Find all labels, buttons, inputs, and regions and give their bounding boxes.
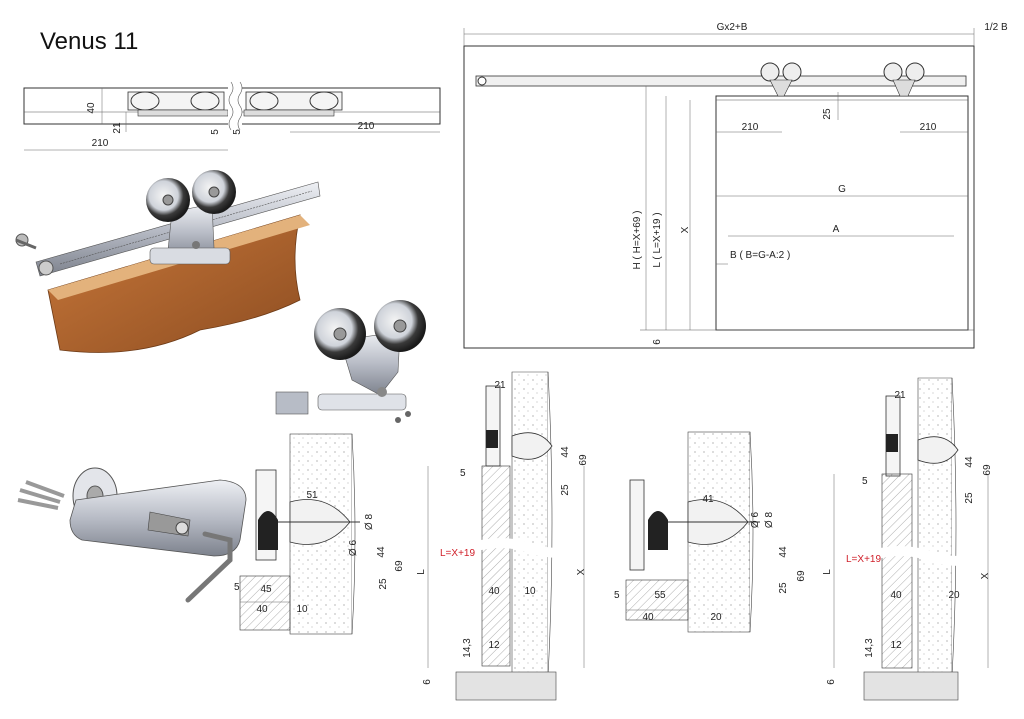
dim-gap-5a: 5	[210, 129, 221, 135]
dim-X: X	[680, 226, 691, 233]
dim-20: 20	[948, 590, 960, 601]
dim-6: 6	[652, 339, 663, 345]
render-hanger-parts	[275, 300, 426, 423]
dim-H: H ( H=X+69 )	[632, 211, 643, 270]
dim-41: 41	[702, 494, 714, 505]
dim-X: X	[980, 572, 991, 579]
dim-25: 25	[822, 108, 833, 120]
dim-d6: Ø 6	[348, 540, 359, 557]
dim-6: 6	[422, 679, 433, 685]
dim-gx2b: Gx2+B	[717, 22, 748, 33]
dim-25: 25	[778, 582, 789, 594]
dim-G: G	[838, 184, 846, 195]
dim-L: L	[416, 569, 427, 575]
dim-210-right: 210	[920, 122, 937, 133]
dim-21: 21	[894, 390, 906, 401]
section-view-1: L L=X+19 X 21 5 44 69 25 40 10 14,3 12 6	[416, 371, 592, 701]
dim-left-210: 210	[92, 138, 109, 149]
dim-X: X	[576, 568, 587, 575]
dim-69: 69	[578, 454, 589, 466]
dim-44: 44	[964, 456, 975, 468]
hanger-left	[760, 62, 802, 97]
dim-12: 12	[890, 640, 902, 651]
dim-5: 5	[862, 476, 868, 487]
section-view-2: L L=X+19 X 21 5 44 69 25 40 20 14,3 12 6	[822, 377, 993, 701]
dim-69: 69	[394, 560, 405, 572]
dim-40: 40	[256, 604, 268, 615]
dim-44: 44	[376, 546, 387, 558]
dim-69: 69	[796, 570, 807, 582]
dim-5: 5	[460, 468, 466, 479]
render-track-with-door	[15, 170, 321, 353]
dim-21: 21	[494, 380, 506, 391]
drawing-title: Venus 11	[40, 28, 139, 55]
dim-d8: Ø 8	[764, 512, 775, 529]
dim-gap-5b: 5	[232, 129, 243, 135]
top-profile-view: 40 21 210 210 5 5	[23, 81, 441, 151]
dim-5: 5	[234, 582, 240, 593]
dim-40: 40	[488, 586, 500, 597]
dim-51: 51	[306, 490, 318, 501]
dim-6: 6	[826, 679, 837, 685]
dim-right-210: 210	[358, 121, 375, 132]
render-track-end	[17, 467, 247, 603]
dim-5: 5	[614, 590, 620, 601]
detail-wall-fixing-1: 51 Ø 6 Ø 8 25 44 69 5 45 40 10	[234, 433, 405, 635]
dim-40: 40	[642, 612, 654, 623]
dim-B: B ( B=G-A:2 )	[730, 250, 790, 261]
overview-elevation: Gx2+B 1/2 B 25 210 210 G A B ( B=G-A:2 )	[463, 22, 1008, 349]
dim-12: 12	[488, 640, 500, 651]
dim-14-3: 14,3	[864, 638, 875, 658]
dim-69: 69	[982, 464, 993, 476]
dim-10: 10	[296, 604, 308, 615]
dim-21: 21	[112, 122, 123, 134]
dim-14-3: 14,3	[462, 638, 473, 658]
dim-45: 45	[260, 584, 272, 595]
dim-25: 25	[964, 492, 975, 504]
hanger-right	[883, 62, 925, 97]
detail-wall-fixing-2: 41 Ø 6 Ø 8 25 44 69 5 55 40 20	[614, 431, 807, 633]
dim-d6: Ø 6	[750, 512, 761, 529]
dim-half-b: 1/2 B	[984, 22, 1008, 33]
dim-44: 44	[560, 446, 571, 458]
dim-d8: Ø 8	[364, 514, 375, 531]
dim-L: L	[822, 569, 833, 575]
dim-55: 55	[654, 590, 666, 601]
label-lx19: L=X+19	[440, 548, 475, 559]
dim-25: 25	[560, 484, 571, 496]
dim-210-left: 210	[742, 122, 759, 133]
dim-A: A	[833, 224, 840, 235]
dim-40: 40	[86, 102, 97, 114]
dim-10: 10	[524, 586, 536, 597]
dim-44: 44	[778, 546, 789, 558]
dim-L: L ( L=X+19 )	[652, 212, 663, 267]
dim-25: 25	[378, 578, 389, 590]
dim-40: 40	[890, 590, 902, 601]
dim-20: 20	[710, 612, 722, 623]
label-lx19: L=X+19	[846, 554, 881, 565]
